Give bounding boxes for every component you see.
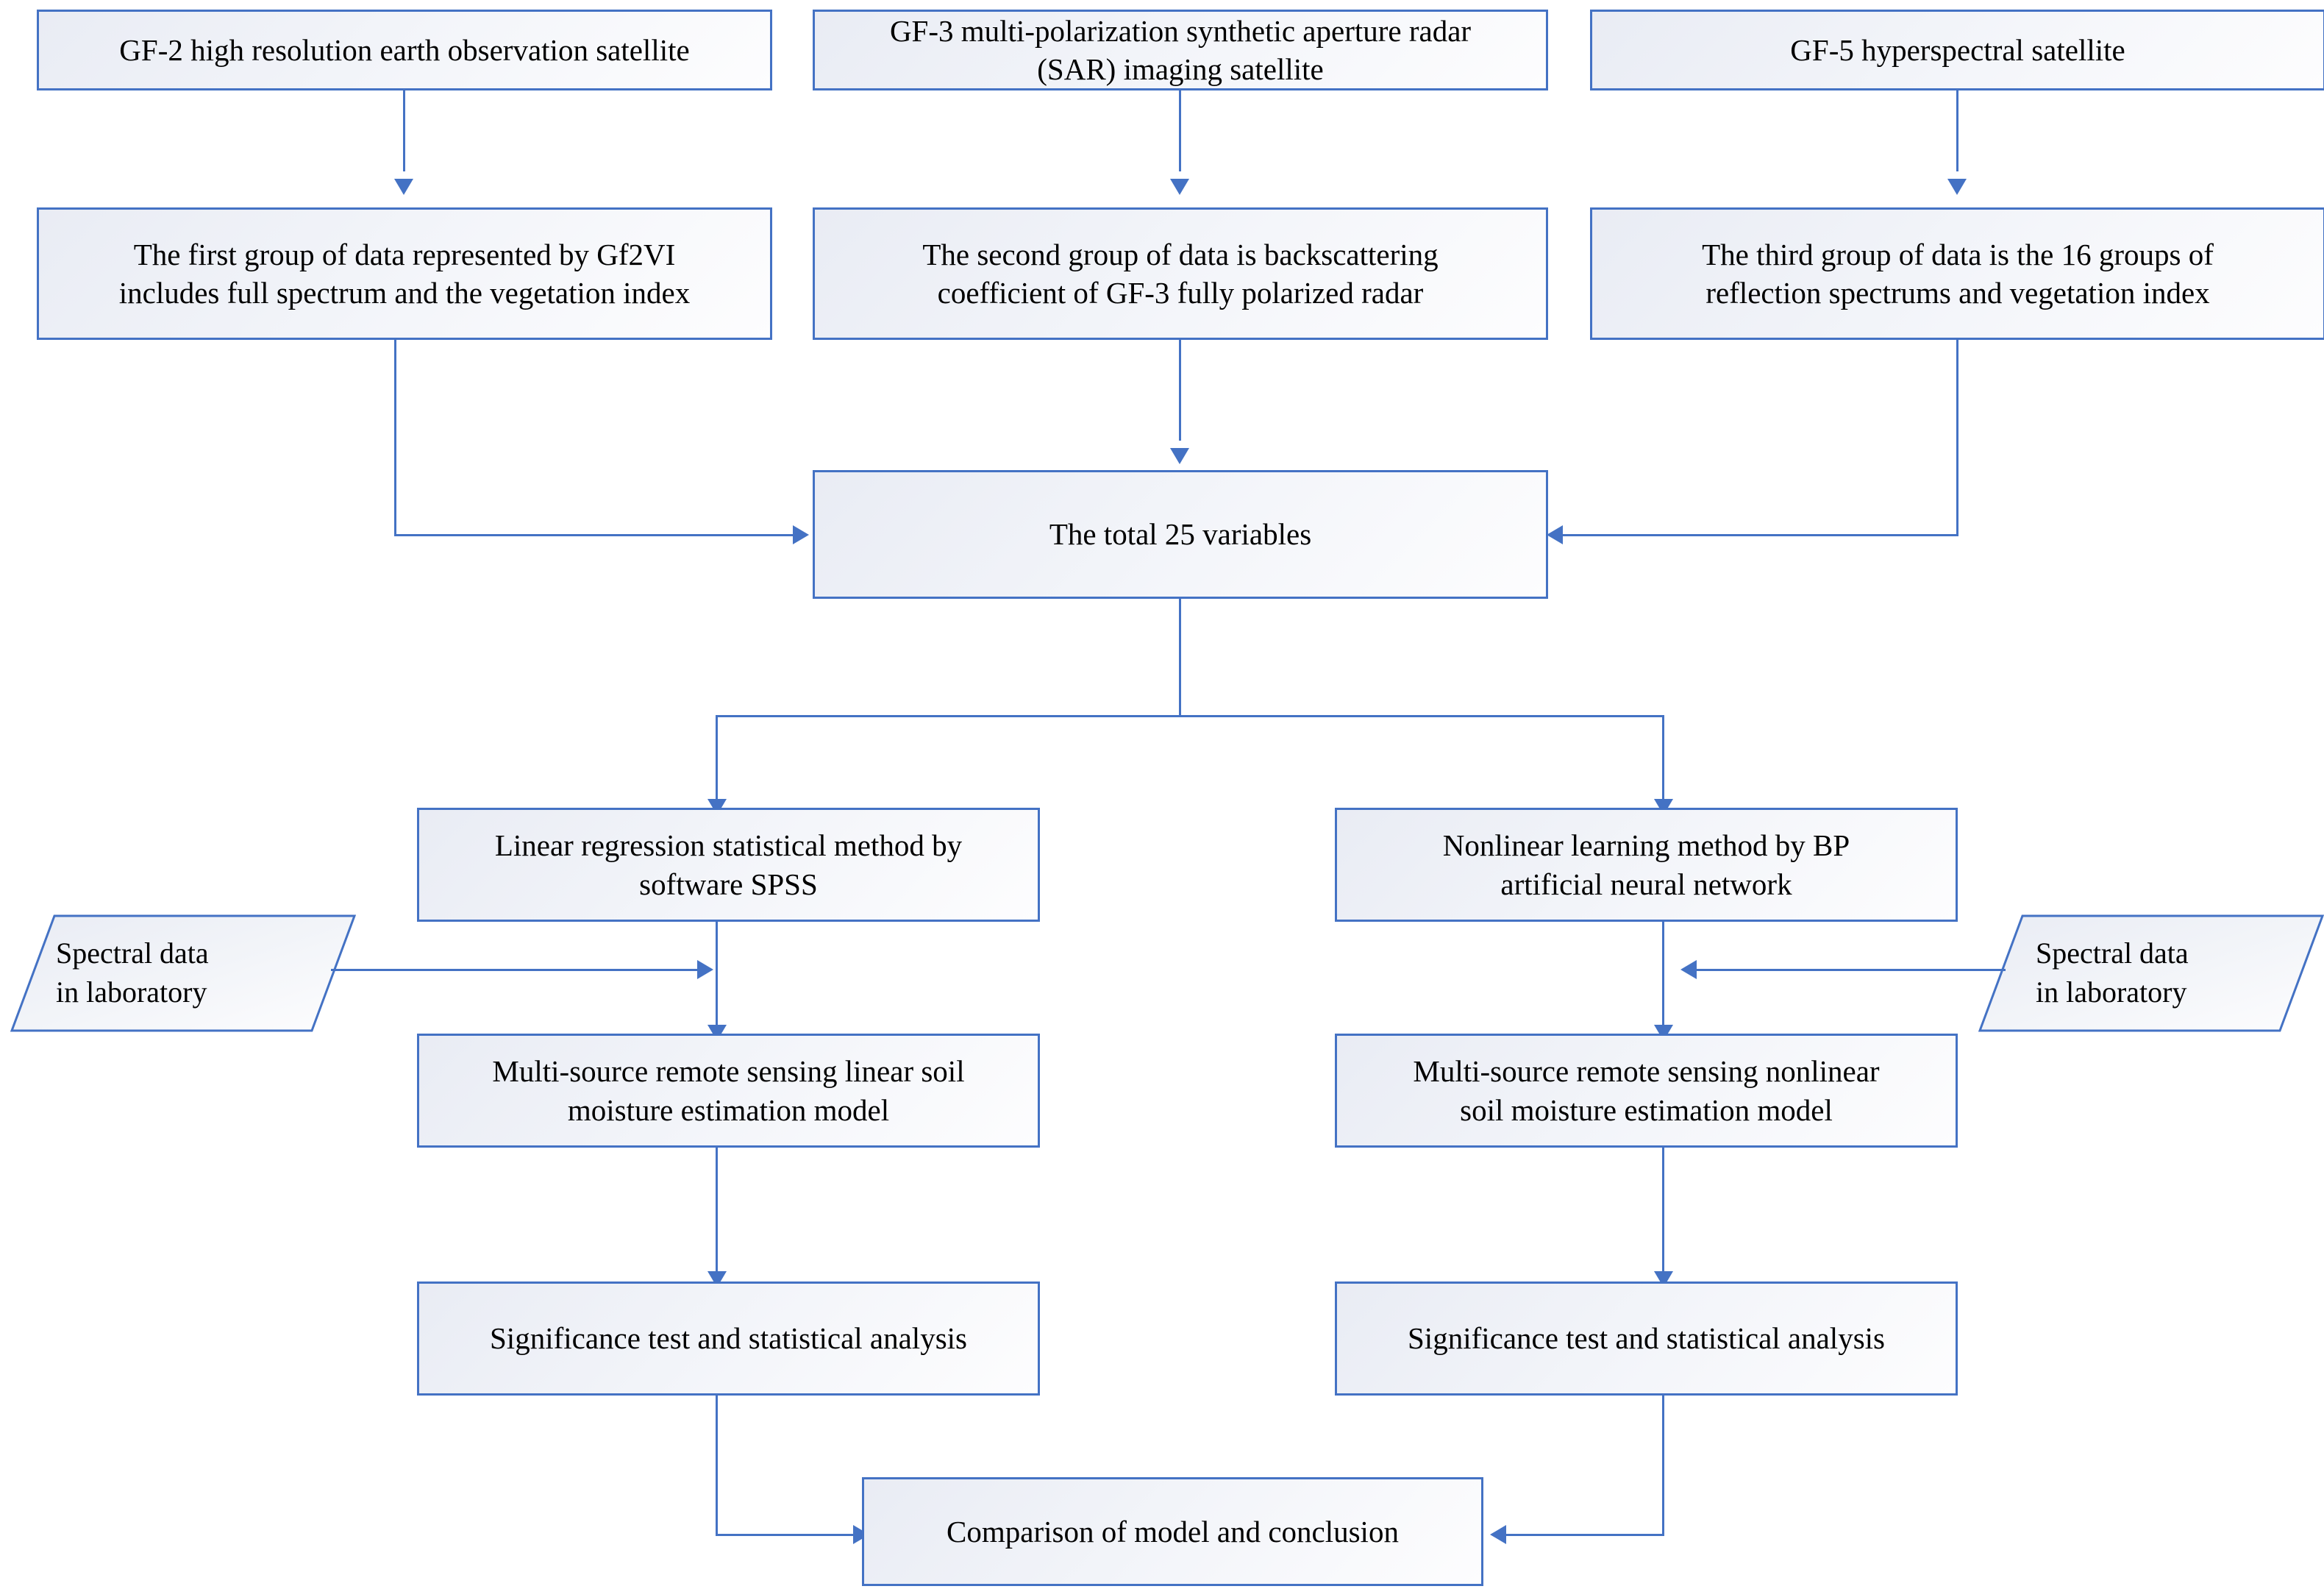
node-linear-soil-moisture-model-label: Multi-source remote sensing linear soil … [492, 1054, 965, 1127]
node-gf5-satellite[interactable]: GF-5 hyperspectral satellite [1590, 10, 2324, 90]
node-total-variables-label: The total 25 variables [1049, 517, 1312, 552]
node-significance-test-left-label: Significance test and statistical analys… [490, 1321, 967, 1356]
node-lab-spectral-data-right[interactable]: Spectral data in laboratory [1978, 914, 2324, 1032]
node-gf5-satellite-label: GF-5 hyperspectral satellite [1790, 32, 2125, 67]
edge-group2-to-variables-arrowhead [1170, 448, 1189, 464]
edge-group1-to-variables-vertical [394, 340, 396, 536]
node-lab-spectral-data-left[interactable]: Spectral data in laboratory [10, 914, 356, 1032]
edge-group3-to-variables-horizontal [1563, 534, 1958, 536]
edge-group1-to-variables-arrowhead [793, 525, 809, 544]
edge-variables-split-stem [1179, 599, 1181, 717]
node-gf2-satellite[interactable]: GF-2 high resolution earth observation s… [37, 10, 772, 90]
node-comparison-conclusion[interactable]: Comparison of model and conclusion [862, 1477, 1483, 1586]
node-comparison-conclusion-label: Comparison of model and conclusion [947, 1514, 1399, 1549]
node-gf2-satellite-label: GF-2 high resolution earth observation s… [119, 32, 690, 67]
edge-group2-to-variables-line [1179, 340, 1181, 441]
node-linear-soil-moisture-model[interactable]: Multi-source remote sensing linear soil … [417, 1034, 1040, 1148]
node-lab-spectral-data-left-label: Spectral data in laboratory [56, 936, 209, 1009]
edge-sig-right-to-conclusion-arrowhead [1490, 1525, 1506, 1544]
node-significance-test-right[interactable]: Significance test and statistical analys… [1335, 1281, 1958, 1396]
node-data-group-3[interactable]: The third group of data is the 16 groups… [1590, 207, 2324, 340]
edge-group3-to-variables-arrowhead [1547, 525, 1563, 544]
node-nonlinear-soil-moisture-model-label: Multi-source remote sensing nonlinear so… [1413, 1054, 1880, 1127]
parallelogram-shape-left [10, 914, 356, 1032]
edge-linear-model-to-sig-line [716, 1148, 718, 1273]
edge-gf3-to-group2-line [1179, 90, 1181, 171]
edge-gf2-to-group1-line [403, 90, 405, 171]
edge-gf5-to-group3-arrowhead [1947, 179, 1967, 195]
edge-sig-left-to-conclusion-vertical [716, 1396, 718, 1535]
edge-lab-left-to-linear-model-arrowhead [697, 960, 713, 979]
node-gf3-satellite[interactable]: GF-3 multi-polarization synthetic apertu… [813, 10, 1548, 90]
edge-sig-left-to-conclusion-horizontal [716, 1534, 855, 1536]
edge-group1-to-variables-horizontal [394, 534, 795, 536]
node-gf3-satellite-label: GF-3 multi-polarization synthetic apertu… [889, 13, 1472, 86]
node-significance-test-right-label: Significance test and statistical analys… [1408, 1321, 1885, 1356]
edge-variables-split-left-drop [716, 715, 718, 800]
node-nonlinear-bp-method[interactable]: Nonlinear learning method by BP artifici… [1335, 808, 1958, 922]
edge-lab-left-to-linear-model-line [331, 969, 699, 971]
node-data-group-2[interactable]: The second group of data is backscatteri… [813, 207, 1548, 340]
edge-linear-method-to-model-line [716, 922, 718, 1026]
edge-gf3-to-group2-arrowhead [1170, 179, 1189, 195]
node-significance-test-left[interactable]: Significance test and statistical analys… [417, 1281, 1040, 1396]
edge-lab-right-to-nonlinear-model-arrowhead [1680, 960, 1697, 979]
edge-gf5-to-group3-line [1956, 90, 1958, 171]
node-data-group-2-label: The second group of data is backscatteri… [922, 237, 1439, 310]
node-data-group-1-label: The first group of data represented by G… [118, 237, 691, 310]
node-lab-spectral-data-right-label: Spectral data in laboratory [2036, 936, 2189, 1009]
edge-sig-right-to-conclusion-vertical [1662, 1396, 1664, 1535]
edge-gf2-to-group1-arrowhead [394, 179, 413, 195]
edge-variables-split-bus [716, 715, 1664, 717]
edge-variables-split-right-drop [1662, 715, 1664, 800]
node-nonlinear-soil-moisture-model[interactable]: Multi-source remote sensing nonlinear so… [1335, 1034, 1958, 1148]
edge-lab-right-to-nonlinear-model-line [1697, 969, 2006, 971]
node-data-group-1[interactable]: The first group of data represented by G… [37, 207, 772, 340]
edge-nonlinear-method-to-model-line [1662, 922, 1664, 1026]
node-linear-regression-method-label: Linear regression statistical method by … [494, 828, 963, 901]
parallelogram-shape-right [1978, 914, 2324, 1032]
edge-sig-right-to-conclusion-horizontal [1506, 1534, 1664, 1536]
node-nonlinear-bp-method-label: Nonlinear learning method by BP artifici… [1442, 828, 1850, 901]
node-total-variables[interactable]: The total 25 variables [813, 470, 1548, 599]
node-data-group-3-label: The third group of data is the 16 groups… [1702, 237, 2214, 310]
edge-nonlinear-model-to-sig-line [1662, 1148, 1664, 1273]
node-linear-regression-method[interactable]: Linear regression statistical method by … [417, 808, 1040, 922]
edge-group3-to-variables-vertical [1956, 340, 1958, 536]
